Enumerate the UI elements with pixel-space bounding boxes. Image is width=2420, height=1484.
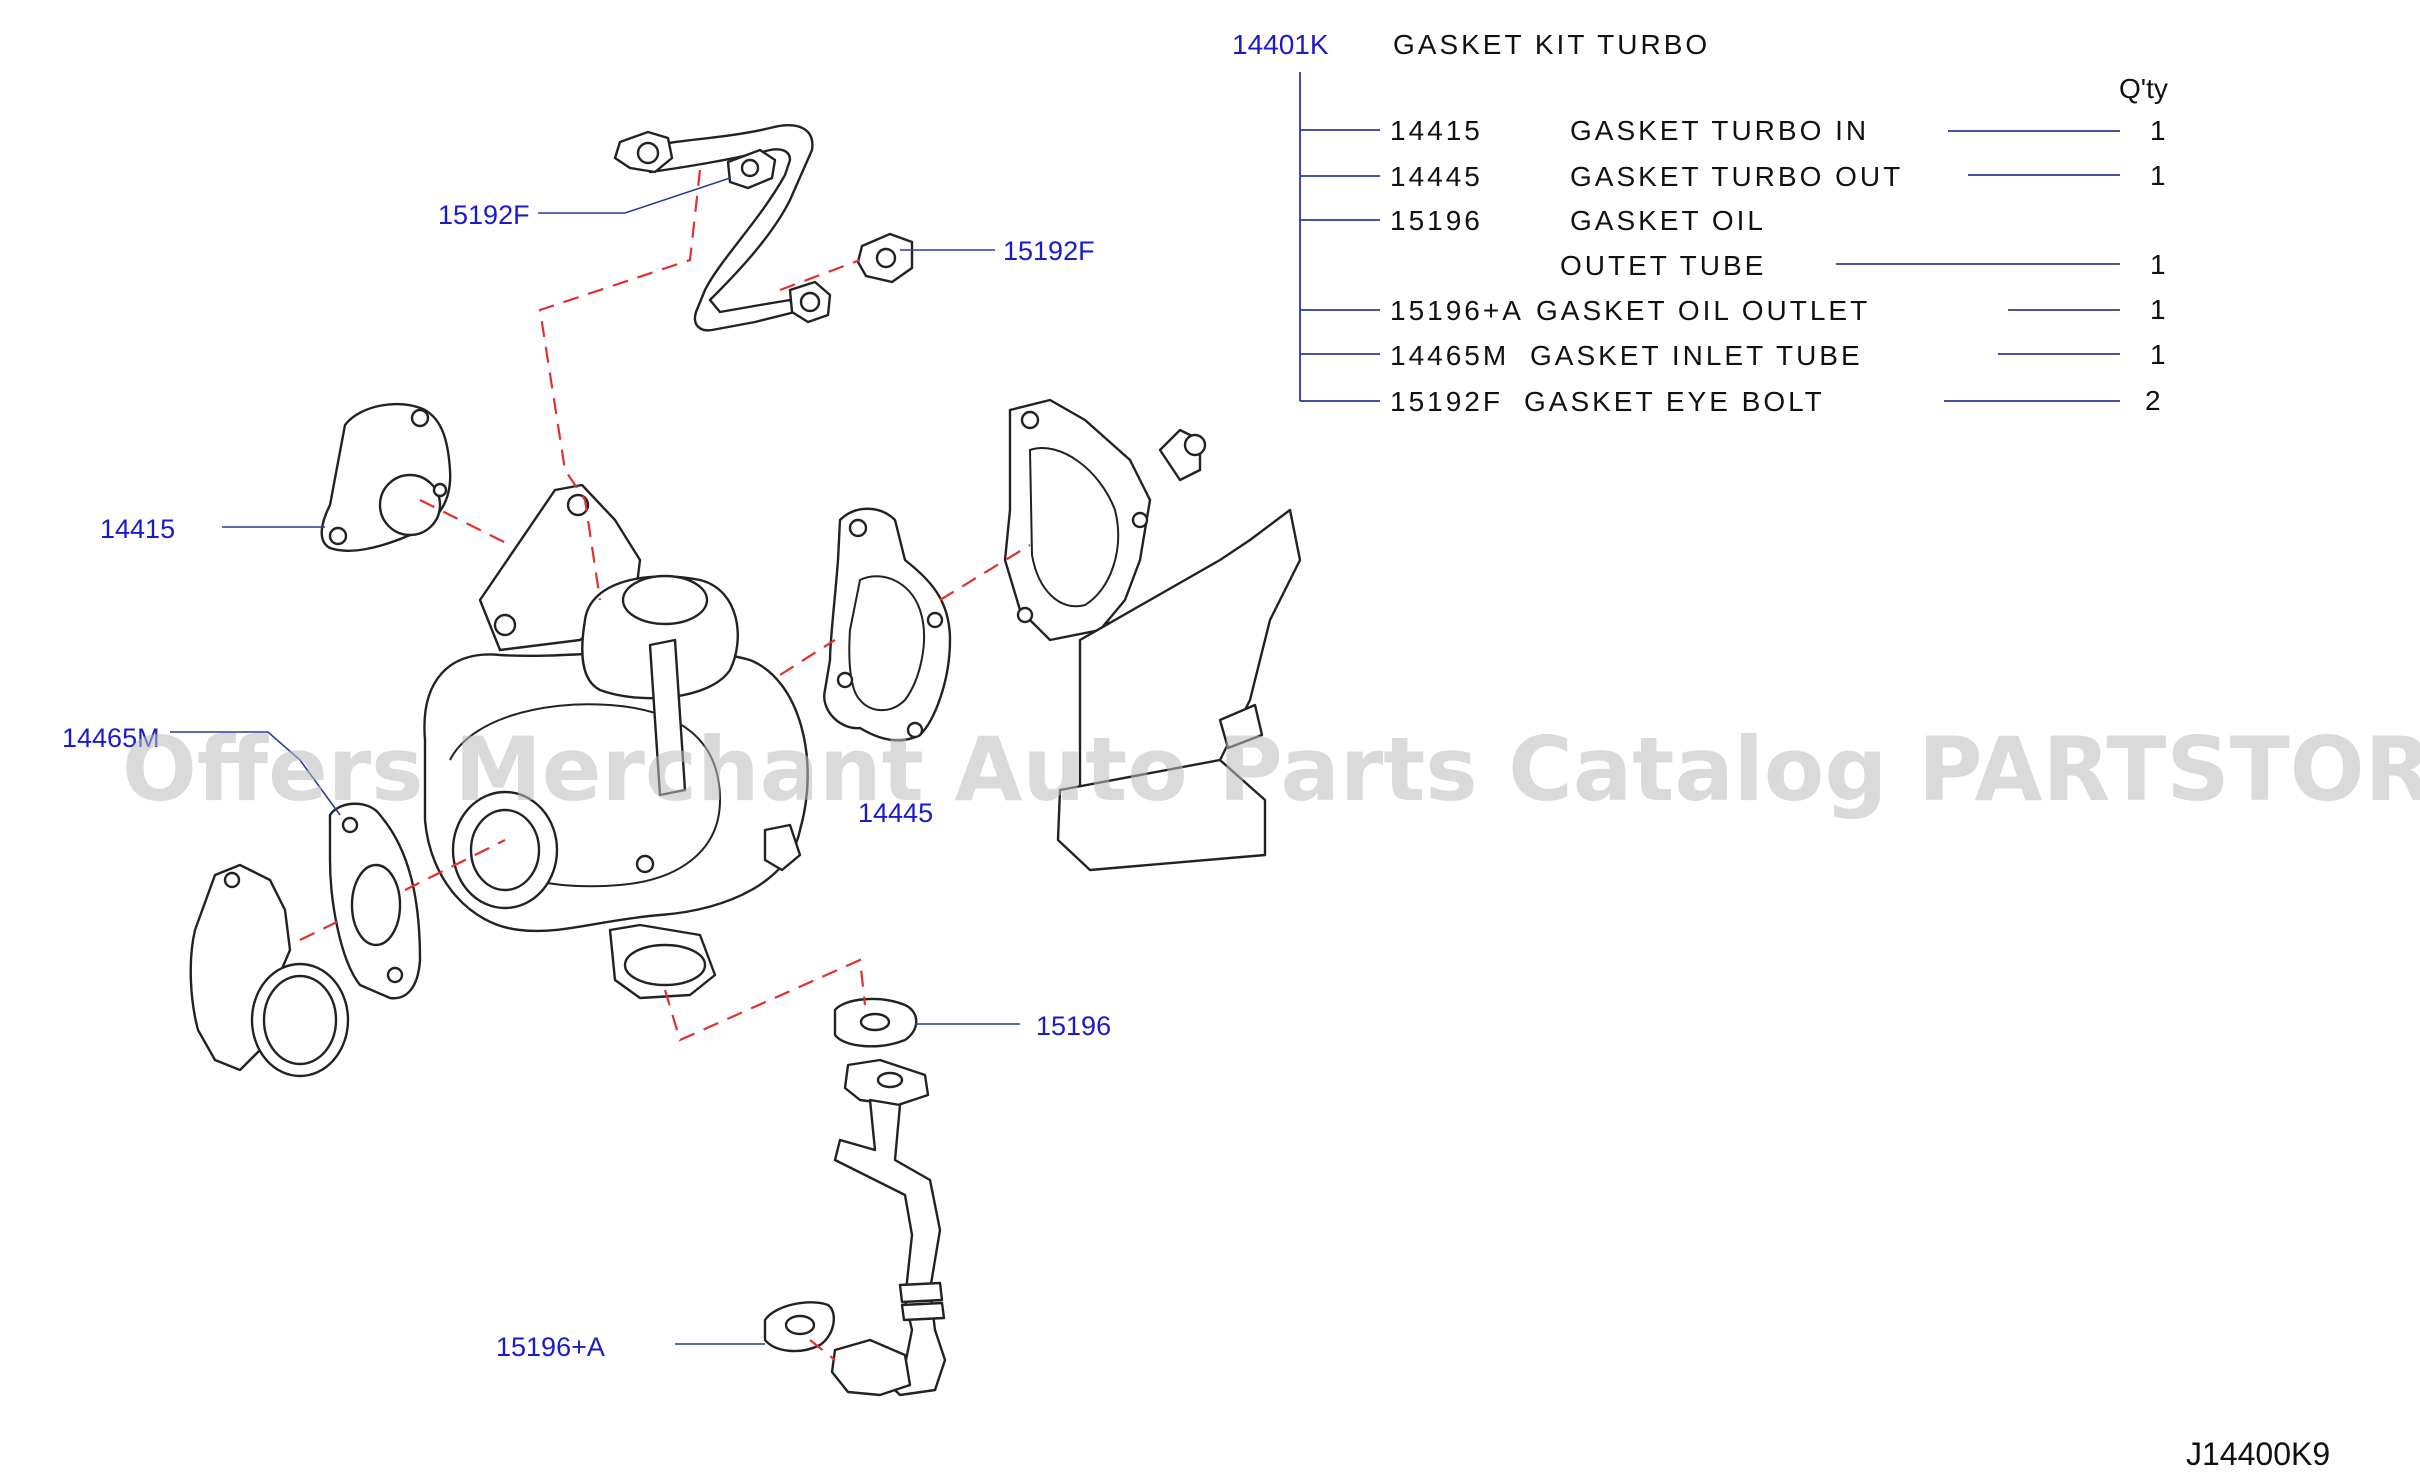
gasket-turbo-out[interactable] — [823, 507, 952, 742]
legend-description: GASKET TURBO OUT — [1570, 161, 1903, 192]
watermark: Offers Merchant Auto Parts Catalog PARTS… — [122, 718, 2420, 821]
outlet-bottom-flange — [1056, 758, 1267, 872]
legend-part-number: 15192F — [1390, 386, 1503, 417]
legend-qty: 1 — [2150, 160, 2166, 191]
legend-description: GASKET INLET TUBE — [1530, 340, 1863, 371]
callout-oil-outlet-tube[interactable]: 15196 — [1036, 1011, 1111, 1041]
turbocharger — [423, 483, 809, 1000]
parts-legend: 14401K GASKET KIT TURBO Q'ty 14415 GASKE… — [1232, 29, 2168, 417]
turbine-outlet-elbow — [1003, 398, 1302, 872]
legend-part-number: 15196+A — [1390, 295, 1524, 326]
callout-oil-outlet[interactable]: 15196+A — [496, 1332, 605, 1362]
outlet-flange — [1003, 398, 1152, 642]
actuator-rod — [648, 638, 687, 797]
oil-outlet-tube — [763, 997, 947, 1397]
legend-part-number: 14445 — [1390, 161, 1483, 192]
inlet-tube — [189, 863, 350, 1078]
legend-row[interactable]: 15192F GASKET EYE BOLT 2 — [1390, 385, 2161, 417]
callout-turbo-in[interactable]: 14415 — [100, 514, 175, 544]
oil-feed-pipe — [613, 124, 832, 332]
legend-description: GASKET OIL OUTLET — [1536, 295, 1870, 326]
legend-description-continued: OUTET TUBE — [1560, 250, 1766, 281]
gasket-inlet-tube[interactable] — [328, 802, 422, 1000]
legend-part-number: 14415 — [1390, 115, 1483, 146]
legend-qty: 1 — [2150, 115, 2166, 146]
legend-row[interactable]: 14445 GASKET TURBO OUT 1 — [1390, 160, 2166, 192]
oil-outlet-lower-flange — [830, 1338, 912, 1397]
legend-qty: 2 — [2145, 385, 2161, 416]
callouts: 15192F 15192F 14415 14465M 14445 15196 1… — [62, 177, 1111, 1362]
legend-description: GASKET TURBO IN — [1570, 115, 1869, 146]
assembly-lines — [299, 169, 1031, 1361]
qty-header: Q'ty — [2119, 73, 2168, 104]
eyebolt-gasket-right[interactable] — [856, 232, 914, 284]
legend-qty: 1 — [2150, 339, 2166, 370]
callout-turbo-out[interactable]: 14445 — [858, 798, 933, 828]
callout-eyebolt-right[interactable]: 15192F — [1003, 236, 1095, 266]
legend-part-number: 15196 — [1390, 205, 1483, 236]
callout-eyebolt-left[interactable]: 15192F — [438, 200, 530, 230]
legend-description: GASKET EYE BOLT — [1524, 386, 1825, 417]
legend-part-number: 14465M — [1390, 340, 1509, 371]
diagram-code: J14400K9 — [2186, 1436, 2330, 1472]
oil-feed-fitting-bottom-hole — [799, 291, 821, 313]
legend-description: GASKET OIL — [1570, 205, 1766, 236]
legend-row[interactable]: 14415 GASKET TURBO IN 1 — [1390, 115, 2166, 146]
legend-row[interactable]: 14465M GASKET INLET TUBE 1 — [1390, 339, 2166, 371]
kit-part-number[interactable]: 14401K — [1232, 29, 1329, 60]
legend-row[interactable]: 15196+A GASKET OIL OUTLET 1 — [1390, 294, 2166, 326]
callout-inlet-tube[interactable]: 14465M — [62, 723, 160, 753]
legend-qty: 1 — [2150, 249, 2166, 280]
oil-feed-fitting-hole — [636, 141, 660, 165]
legend-tree-branches — [1300, 129, 1380, 402]
legend-qty: 1 — [2150, 294, 2166, 325]
eyebolt-gasket-left[interactable] — [726, 148, 777, 190]
legend-row[interactable]: 15196 GASKET OIL OUTET TUBE 1 — [1390, 205, 2166, 281]
gasket-turbo-in[interactable] — [320, 402, 452, 552]
kit-name: GASKET KIT TURBO — [1393, 29, 1710, 60]
